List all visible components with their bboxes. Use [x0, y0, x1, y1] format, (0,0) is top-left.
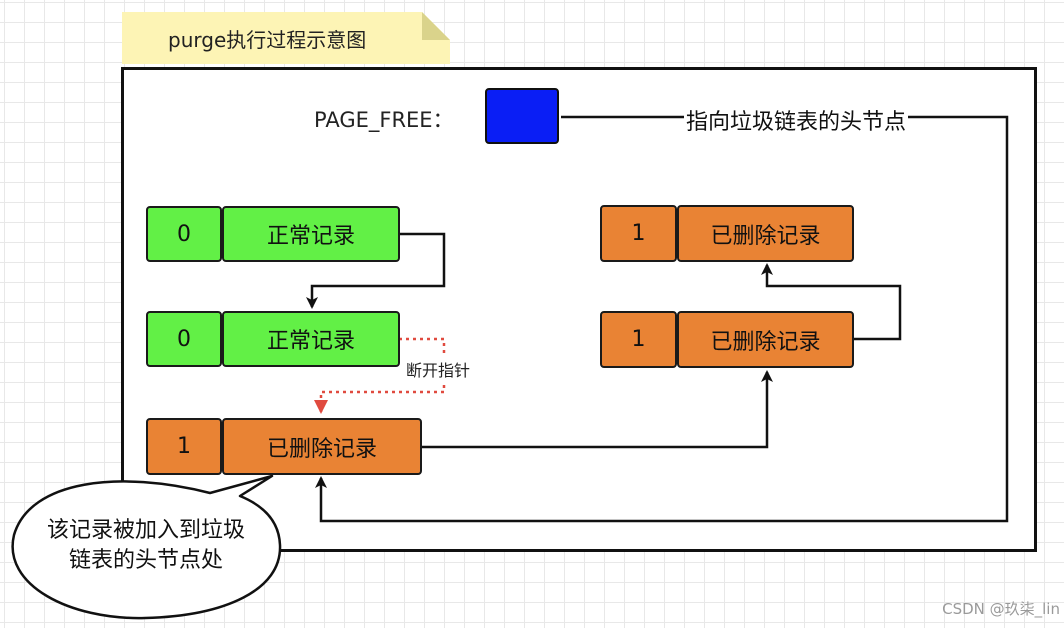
normal-record: 正常记录 [222, 311, 400, 367]
page-free-label: PAGE_FREE： [314, 108, 454, 132]
diagram-title: purge执行过程示意图 [168, 28, 367, 52]
record-flag-cell: 1 [146, 418, 222, 475]
record-flag-cell: 1 [600, 205, 677, 262]
record-flag-cell: 0 [146, 206, 222, 262]
record-flag-cell: 1 [600, 311, 677, 368]
deleted-record: 已删除记录 [222, 418, 422, 475]
page-free-pointer-box [485, 88, 559, 144]
watermark: CSDN @玖柒_lin [942, 600, 1060, 618]
page-free-pointer-label: 指向垃圾链表的头节点 [684, 104, 909, 136]
break-pointer-label: 断开指针 [406, 357, 471, 381]
link-deleted-to-right2 [421, 370, 773, 449]
callout-line-1: 该记录被加入到垃圾 [46, 518, 245, 543]
callout-text: 该记录被加入到垃圾 链表的头节点处 [24, 516, 268, 576]
title-note [122, 12, 450, 64]
link-normal1-to-normal2 [306, 232, 446, 309]
normal-record: 正常记录 [222, 206, 400, 262]
link-right2-to-right1 [761, 263, 902, 341]
broken-pointer-line [314, 337, 446, 414]
callout-line-2: 链表的头节点处 [68, 548, 223, 573]
deleted-record: 已删除记录 [677, 311, 854, 368]
deleted-record: 已删除记录 [677, 205, 854, 262]
record-flag-cell: 0 [146, 311, 222, 367]
